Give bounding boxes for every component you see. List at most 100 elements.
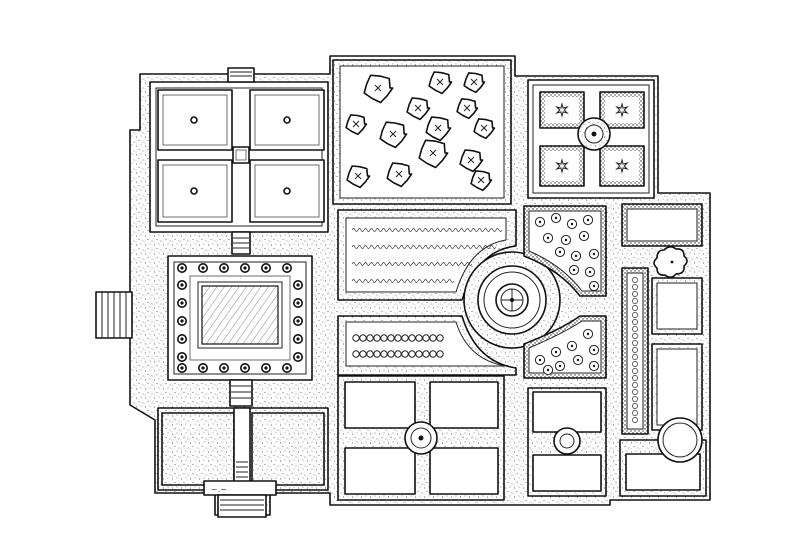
shrub: [632, 312, 638, 318]
plaque-label: ~.~: [211, 485, 227, 494]
flower-row: [351, 279, 455, 283]
lower-parterre: [337, 375, 505, 501]
shrub: [534, 216, 546, 228]
column: [292, 315, 303, 326]
shrub: [550, 346, 562, 358]
lawn-roundel: [657, 417, 703, 463]
shrub: [534, 354, 546, 366]
lawn-panel: [157, 89, 233, 151]
star-ornament: [615, 102, 629, 118]
column: [240, 362, 251, 373]
shrub-beds: [523, 205, 607, 379]
tree: [406, 97, 431, 121]
shrub: [578, 230, 590, 242]
column: [177, 362, 188, 373]
column: [292, 351, 303, 362]
shrub: [588, 280, 600, 292]
specimen-tree: [653, 245, 688, 279]
shrub: [632, 389, 638, 395]
column: [260, 362, 271, 373]
shrub: [632, 368, 638, 374]
column: [198, 362, 209, 373]
shrub: [570, 250, 582, 262]
column: [177, 315, 188, 326]
steps: [227, 67, 255, 255]
central-plinth: [232, 146, 250, 164]
shrub: [632, 361, 638, 367]
shrub: [632, 340, 638, 346]
column: [177, 262, 188, 273]
shrub: [568, 264, 580, 276]
column: [292, 279, 303, 290]
lawn-bed: [532, 454, 602, 492]
flower-row: [351, 262, 473, 266]
shrub: [632, 396, 638, 402]
tree: [386, 162, 413, 188]
tree: [463, 72, 486, 94]
column: [281, 362, 292, 373]
shrub: [632, 417, 638, 423]
shrub: [582, 328, 594, 340]
tree: [459, 149, 484, 173]
shrub: [560, 234, 572, 246]
shrub: [542, 232, 554, 244]
shrub: [566, 218, 578, 230]
gravel-panel: [161, 412, 235, 486]
column: [177, 297, 188, 308]
shrub: [632, 403, 638, 409]
lower-west-terrace: ~.~: [157, 407, 329, 518]
column: [260, 262, 271, 273]
lower-east-garden: [527, 387, 707, 497]
long-beds: [621, 267, 703, 435]
shrub: [632, 298, 638, 304]
tree: [473, 118, 496, 140]
steps: [233, 407, 251, 489]
lawn-bed: [344, 447, 416, 495]
star-ornament: [615, 158, 629, 174]
shrub: [542, 364, 554, 376]
gravel-panel: [251, 412, 325, 486]
shrub: [632, 319, 638, 325]
tree: [363, 74, 394, 104]
lawn-panel: [157, 159, 233, 223]
column: [292, 297, 303, 308]
shrub: [584, 266, 596, 278]
column: [281, 262, 292, 273]
east-lawn-panel: [621, 203, 703, 247]
column: [219, 262, 230, 273]
tree-grove: [332, 59, 512, 205]
shrub: [632, 354, 638, 360]
west-entrance-steps: [95, 291, 133, 339]
shrub: [550, 212, 562, 224]
shrub: [632, 305, 638, 311]
tree: [470, 170, 493, 192]
shrub: [588, 248, 600, 260]
shrub: [632, 284, 638, 290]
shrub: [632, 333, 638, 339]
reflecting-pool: [201, 285, 279, 345]
shrub: [572, 354, 584, 366]
shrub: [632, 382, 638, 388]
star-ornament: [555, 158, 569, 174]
lawn-bed: [429, 381, 499, 429]
lawn-panel: [249, 89, 325, 151]
shrub: [632, 347, 638, 353]
tree: [428, 71, 453, 95]
colonnade-court: [167, 255, 313, 407]
column: [292, 333, 303, 344]
tree: [379, 121, 408, 149]
lawn-panel: [249, 159, 325, 223]
column: [240, 262, 251, 273]
column: [219, 362, 230, 373]
lawn-bed: [429, 447, 499, 495]
flower-row: [351, 228, 503, 232]
star-parterre: [527, 79, 655, 199]
shrub: [632, 410, 638, 416]
south-entrance-steps: [217, 494, 267, 518]
tree: [425, 116, 452, 142]
column-ring: [177, 262, 303, 373]
shrub: [566, 340, 578, 352]
column: [177, 351, 188, 362]
shrub: [588, 360, 600, 372]
